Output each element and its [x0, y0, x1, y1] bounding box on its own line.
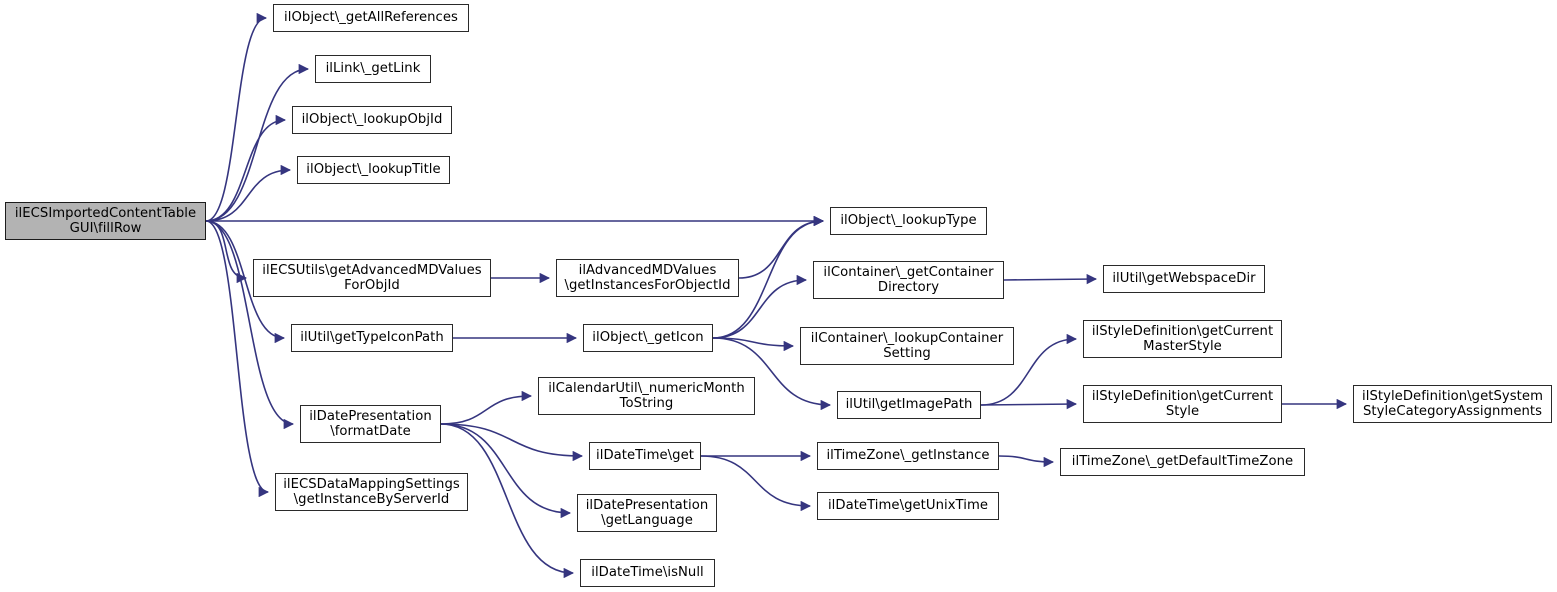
- graph-node-root[interactable]: ilECSImportedContentTable GUI\fillRow: [5, 202, 206, 240]
- graph-node-getContainerDir[interactable]: ilContainer\_getContainer Directory: [813, 261, 1004, 299]
- graph-node-getUnixTime[interactable]: ilDateTime\getUnixTime: [817, 492, 999, 520]
- graph-edge-root-to-getTypeIconPath: [205, 220, 286, 344]
- graph-edge-getIcon-to-getContainerDir: [712, 274, 808, 339]
- graph-edge-dateTimeGet-to-getUnixTime: [700, 455, 812, 512]
- graph-node-label: ilStyleDefinition\getCurrent MasterStyle: [1091, 323, 1274, 355]
- graph-node-getTypeIconPath[interactable]: ilUtil\getTypeIconPath: [291, 324, 453, 352]
- graph-node-tzGetInstance[interactable]: ilTimeZone\_getInstance: [817, 442, 999, 470]
- graph-edge-formatDate-to-isNull: [440, 423, 575, 579]
- graph-node-label: ilContainer\_lookupContainer Setting: [810, 330, 1004, 362]
- graph-node-getLink[interactable]: ilLink\_getLink: [315, 55, 431, 83]
- graph-node-label: ilObject\_lookupType: [840, 213, 977, 229]
- graph-node-getWebspaceDir[interactable]: ilUtil\getWebspaceDir: [1103, 265, 1265, 293]
- graph-node-label: ilObject\_lookupTitle: [306, 162, 441, 178]
- graph-edge-root-to-lookupTitle: [205, 164, 292, 222]
- graph-edge-getIcon-to-getImagePath: [712, 337, 832, 411]
- graph-node-label: ilUtil\getImagePath: [845, 397, 973, 413]
- graph-node-getImagePath[interactable]: ilUtil\getImagePath: [837, 391, 981, 419]
- graph-edge-root-to-formatDate: [205, 220, 295, 430]
- graph-node-isNull[interactable]: ilDateTime\isNull: [580, 559, 715, 587]
- graph-edge-tzGetInstance-to-tzDefault: [998, 455, 1055, 468]
- graph-node-tzDefault[interactable]: ilTimeZone\_getDefaultTimeZone: [1060, 448, 1305, 476]
- graph-node-label: ilDateTime\getUnixTime: [827, 498, 989, 514]
- graph-node-getSysStyleCat[interactable]: ilStyleDefinition\getSystem StyleCategor…: [1353, 385, 1552, 423]
- graph-node-getCurStyle[interactable]: ilStyleDefinition\getCurrent Style: [1083, 385, 1282, 423]
- graph-node-advMDInstances[interactable]: ilAdvancedMDValues \getInstancesForObjec…: [556, 259, 739, 297]
- graph-node-label: ilUtil\getWebspaceDir: [1112, 271, 1256, 287]
- graph-node-label: ilTimeZone\_getDefaultTimeZone: [1071, 454, 1294, 470]
- graph-node-dataMapping[interactable]: ilECSDataMappingSettings \getInstanceByS…: [275, 473, 468, 511]
- graph-edge-root-to-dataMapping: [205, 220, 270, 498]
- graph-node-label: ilUtil\getTypeIconPath: [300, 330, 444, 346]
- graph-node-getAdvancedMD[interactable]: ilECSUtils\getAdvancedMDValues ForObjId: [253, 259, 491, 297]
- graph-node-getLanguage[interactable]: ilDatePresentation \getLanguage: [577, 494, 717, 532]
- graph-node-getAllRefs[interactable]: ilObject\_getAllReferences: [273, 4, 469, 32]
- graph-node-label: ilECSImportedContentTable GUI\fillRow: [14, 205, 197, 237]
- graph-node-label: ilStyleDefinition\getCurrent Style: [1091, 388, 1274, 420]
- graph-edge-formatDate-to-getLanguage: [440, 423, 572, 519]
- graph-node-label: ilObject\_lookupObjId: [301, 112, 443, 128]
- graph-edge-formatDate-to-numericMonth: [440, 390, 533, 425]
- graph-edge-formatDate-to-dateTimeGet: [440, 423, 584, 462]
- graph-node-label: ilStyleDefinition\getSystem StyleCategor…: [1362, 388, 1543, 420]
- graph-edge-root-to-getLink: [205, 63, 310, 222]
- graph-edge-getContainerDir-to-getWebspaceDir: [1003, 273, 1098, 285]
- graph-edge-getIcon-to-lookupType: [712, 215, 825, 339]
- graph-node-label: ilCalendarUtil\_numericMonth ToString: [548, 380, 745, 412]
- graph-node-label: ilECSDataMappingSettings \getInstanceByS…: [283, 476, 460, 508]
- graph-node-getCurMaster[interactable]: ilStyleDefinition\getCurrent MasterStyle: [1083, 320, 1282, 358]
- graph-node-label: ilLink\_getLink: [325, 61, 421, 77]
- graph-edge-root-to-getAllRefs: [205, 12, 268, 222]
- graph-edge-advMDInstances-to-lookupType: [738, 215, 825, 279]
- graph-node-label: ilECSUtils\getAdvancedMDValues ForObjId: [262, 262, 482, 294]
- graph-node-label: ilObject\_getAllReferences: [284, 10, 458, 26]
- graph-node-lookupObjId[interactable]: ilObject\_lookupObjId: [292, 106, 452, 134]
- graph-node-numericMonth[interactable]: ilCalendarUtil\_numericMonth ToString: [538, 377, 755, 415]
- graph-node-dateTimeGet[interactable]: ilDateTime\get: [589, 442, 701, 470]
- graph-node-lookupTitle[interactable]: ilObject\_lookupTitle: [297, 156, 450, 184]
- graph-node-label: ilDatePresentation \getLanguage: [585, 497, 709, 529]
- graph-edge-getImagePath-to-getCurMaster: [980, 333, 1078, 406]
- graph-node-label: ilObject\_getIcon: [592, 330, 704, 346]
- graph-node-getIcon[interactable]: ilObject\_getIcon: [583, 324, 713, 352]
- graph-node-label: ilAdvancedMDValues \getInstancesForObjec…: [564, 262, 731, 294]
- graph-edge-getImagePath-to-getCurStyle: [980, 398, 1078, 410]
- graph-node-lookupType[interactable]: ilObject\_lookupType: [830, 207, 987, 235]
- graph-node-label: ilTimeZone\_getInstance: [826, 448, 990, 464]
- graph-node-label: ilDatePresentation \formatDate: [309, 408, 432, 440]
- graph-edge-root-to-lookupObjId: [205, 114, 287, 222]
- graph-node-label: ilContainer\_getContainer Directory: [823, 264, 994, 296]
- graph-node-lookupContSet[interactable]: ilContainer\_lookupContainer Setting: [800, 327, 1014, 365]
- graph-node-label: ilDateTime\isNull: [591, 565, 704, 581]
- graph-node-formatDate[interactable]: ilDatePresentation \formatDate: [300, 405, 441, 443]
- graph-node-label: ilDateTime\get: [596, 448, 694, 464]
